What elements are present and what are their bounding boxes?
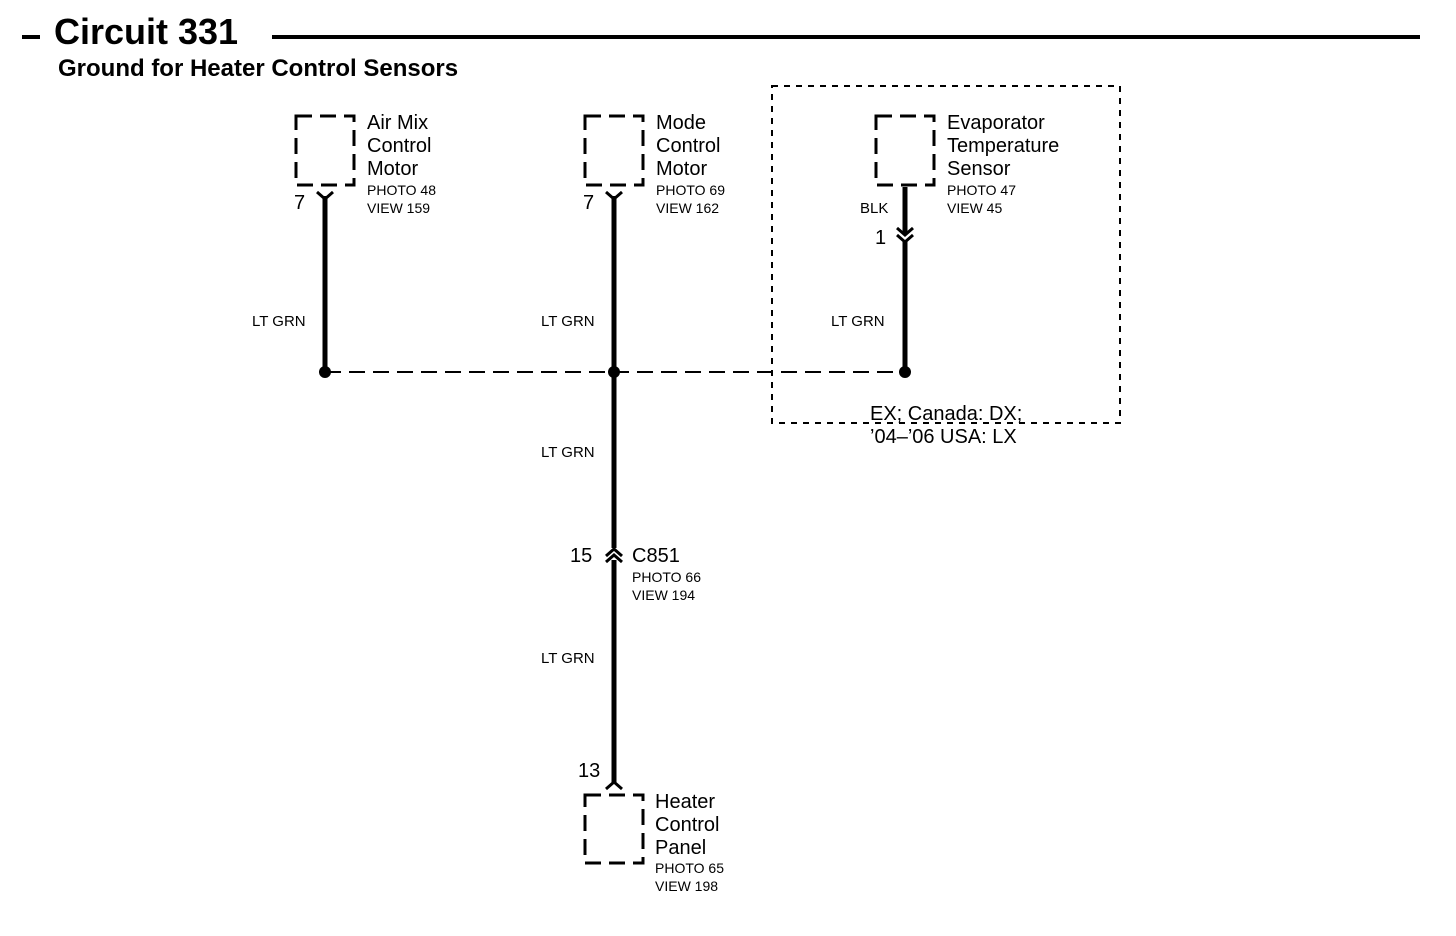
air-mix-pin: 7	[294, 192, 306, 214]
air-mix-motor-ref: PHOTO 48 VIEW 159	[367, 182, 436, 216]
splice-point-mode	[608, 366, 620, 378]
air-mix-motor-box	[294, 114, 356, 187]
mode-motor-box	[583, 114, 645, 187]
page-subtitle: Ground for Heater Control Sensors	[58, 55, 459, 82]
splice-point-evaporator	[899, 366, 911, 378]
option-boundary	[771, 85, 1121, 424]
air-mix-terminal-icon	[316, 190, 334, 201]
trunk-upper-wire-color: LT GRN	[541, 444, 595, 461]
heater-panel-pin: 13	[578, 760, 601, 782]
evaporator-wire-color: LT GRN	[831, 313, 885, 330]
air-mix-motor-label: Air Mix Control Motor	[367, 112, 432, 180]
trunk-lower-wire-color: LT GRN	[541, 650, 595, 667]
title-dash	[22, 35, 40, 39]
mode-pin: 7	[583, 192, 595, 214]
heater-panel-ref: PHOTO 65 VIEW 198	[655, 860, 724, 894]
option-note: EX; Canada: DX; ’04–’06 USA: LX	[870, 403, 1023, 448]
mode-motor-label: Mode Control Motor	[656, 112, 721, 180]
c851-ref: PHOTO 66 VIEW 194	[632, 569, 701, 603]
c851-label: C851	[632, 545, 680, 567]
heater-panel-terminal-icon	[605, 780, 623, 791]
evaporator-pin: 1	[875, 227, 887, 249]
evaporator-lead-color: BLK	[860, 200, 889, 217]
c851-pin: 15	[570, 545, 593, 567]
page-title: Circuit 331	[54, 11, 239, 52]
c851-connector-icon	[605, 547, 623, 564]
evaporator-sensor-box	[874, 114, 936, 187]
evaporator-sensor-ref: PHOTO 47 VIEW 45	[947, 182, 1016, 216]
air-mix-wire-color: LT GRN	[252, 313, 306, 330]
evaporator-sensor-label: Evaporator Temperature Sensor	[947, 112, 1060, 180]
mode-motor-ref: PHOTO 69 VIEW 162	[656, 182, 725, 216]
splice-point-air-mix	[319, 366, 331, 378]
mode-terminal-icon	[605, 190, 623, 201]
heater-panel-label: Heater Control Panel	[655, 791, 720, 859]
title-rule	[272, 35, 1420, 39]
evaporator-inline-connector-icon	[896, 226, 914, 244]
mode-wire-color: LT GRN	[541, 313, 595, 330]
heater-panel-box	[583, 793, 645, 865]
